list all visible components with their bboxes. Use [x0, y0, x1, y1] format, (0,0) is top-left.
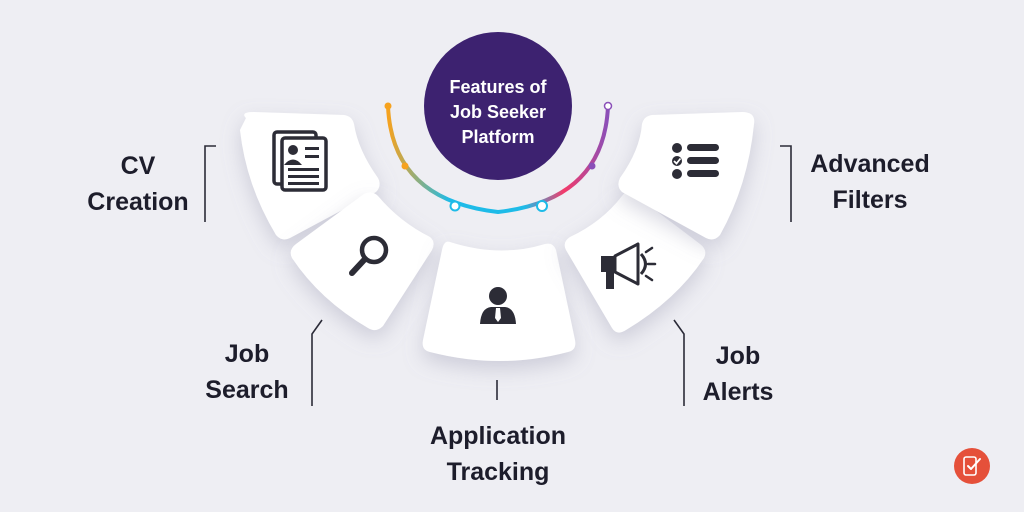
segment-advanced-filters — [618, 112, 755, 240]
label-job-search: Job Search — [188, 336, 306, 408]
label-line: CV — [120, 152, 156, 180]
label-line: Job — [224, 340, 270, 368]
label-line: Tracking — [446, 458, 550, 486]
label-line: Alerts — [702, 378, 774, 406]
hub-title: Features of Job Seeker Platform — [424, 62, 572, 162]
person-tie-icon — [480, 287, 516, 324]
hub-circle — [424, 32, 572, 180]
arc-node — [603, 101, 613, 111]
label-line: Filters — [832, 186, 908, 214]
label-line: Application — [429, 422, 567, 450]
label-line: Creation — [87, 188, 189, 216]
magnifier-icon — [349, 235, 389, 276]
hub-title-line: Platform — [461, 126, 535, 147]
hub-title-line: Job Seeker — [449, 101, 547, 122]
label-line: Search — [205, 376, 289, 404]
arc-node — [449, 200, 461, 212]
brand-logo-icon — [954, 448, 990, 484]
megaphone-icon — [601, 242, 657, 289]
checklist-icon — [672, 143, 719, 179]
label-job-alerts: Job Alerts — [690, 338, 786, 410]
arc-node — [401, 162, 409, 170]
label-line: Job — [715, 342, 761, 370]
bracket-lines — [204, 145, 792, 406]
resume-document-icon — [272, 130, 328, 192]
label-application-tracking: Application Tracking — [412, 418, 584, 490]
arc-node — [384, 102, 392, 110]
label-advanced-filters: Advanced Filters — [800, 146, 940, 218]
arc-node — [588, 162, 596, 170]
label-line: Advanced — [810, 150, 930, 178]
connector-arc — [384, 101, 613, 215]
phone-check-icon — [963, 456, 981, 476]
arc-node — [536, 200, 548, 212]
label-cv-creation: CV Creation — [78, 148, 198, 220]
hub-title-line: Features of — [449, 76, 547, 97]
